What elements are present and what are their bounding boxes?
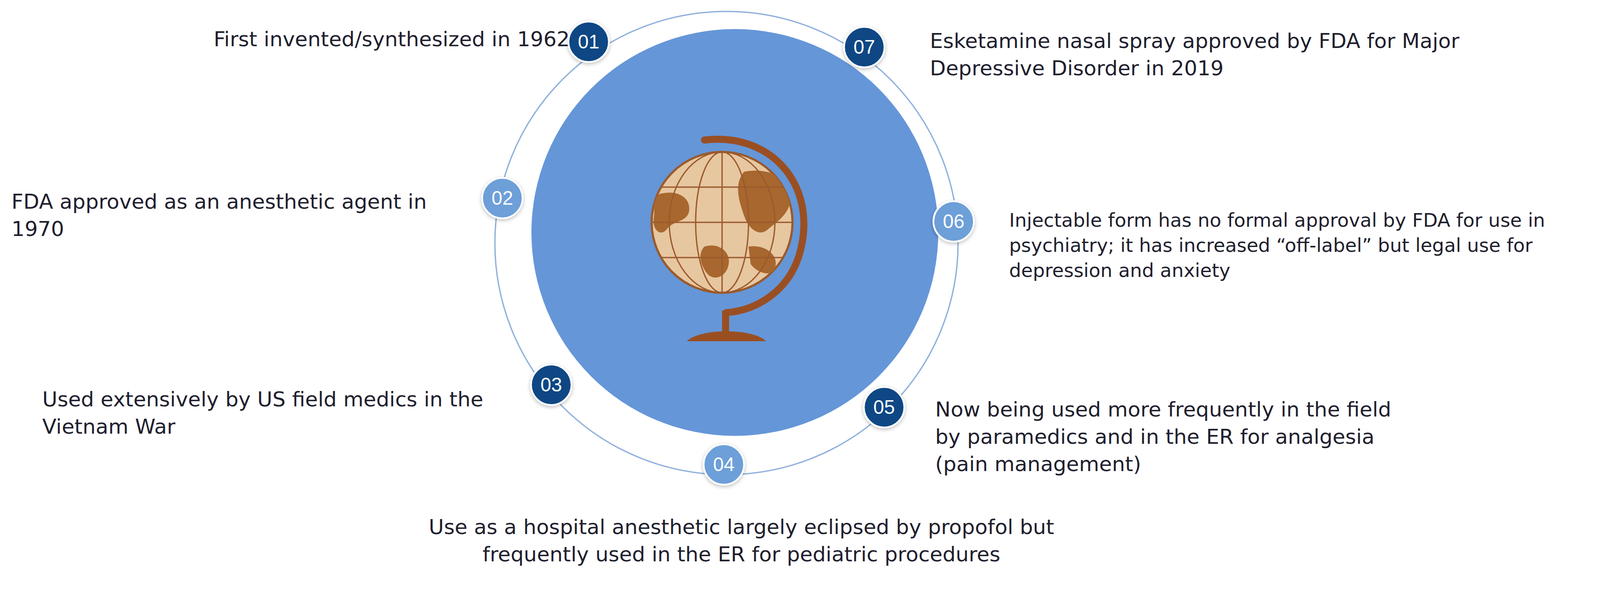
event-text: First invented/synthesized in 1962 bbox=[133, 25, 570, 53]
callout-number: 06 bbox=[943, 211, 965, 232]
event-text: Used extensively by US field medics in t… bbox=[42, 385, 509, 441]
number-circle: 01First invented/synthesized in 1962 bbox=[567, 20, 610, 63]
number-circle: 07Esketamine nasal spray approved by FDA… bbox=[843, 25, 886, 69]
number-circle: 06Injectable form has no formal approval… bbox=[932, 200, 975, 243]
callout-number: 07 bbox=[853, 37, 876, 57]
callout-number: 01 bbox=[578, 32, 600, 52]
center-disc bbox=[531, 29, 939, 436]
callout-number: 02 bbox=[491, 188, 514, 208]
callout-number: 05 bbox=[873, 397, 896, 417]
number-circle: 05Now being used more frequently in the … bbox=[862, 386, 906, 429]
number-circle: 04Use as a hospital anesthetic largely e… bbox=[702, 443, 745, 486]
callout-number: 03 bbox=[540, 375, 563, 395]
event-text: Esketamine nasal spray approved by FDA f… bbox=[929, 27, 1573, 82]
globe bbox=[647, 139, 804, 342]
callout-number: 04 bbox=[713, 454, 735, 475]
number-circle: 02FDA approved as an anesthetic agent in… bbox=[481, 176, 524, 220]
event-text: Use as a hospital anesthetic largely ecl… bbox=[424, 513, 1059, 568]
ring bbox=[494, 11, 959, 475]
number-circle: 03Used extensively by US field medics in… bbox=[530, 363, 573, 406]
event-text: Injectable form has no formal approval b… bbox=[1009, 207, 1597, 283]
event-text: Now being used more frequently in the fi… bbox=[935, 395, 1411, 478]
event-text: FDA approved as an anesthetic agent in 1… bbox=[11, 188, 479, 243]
